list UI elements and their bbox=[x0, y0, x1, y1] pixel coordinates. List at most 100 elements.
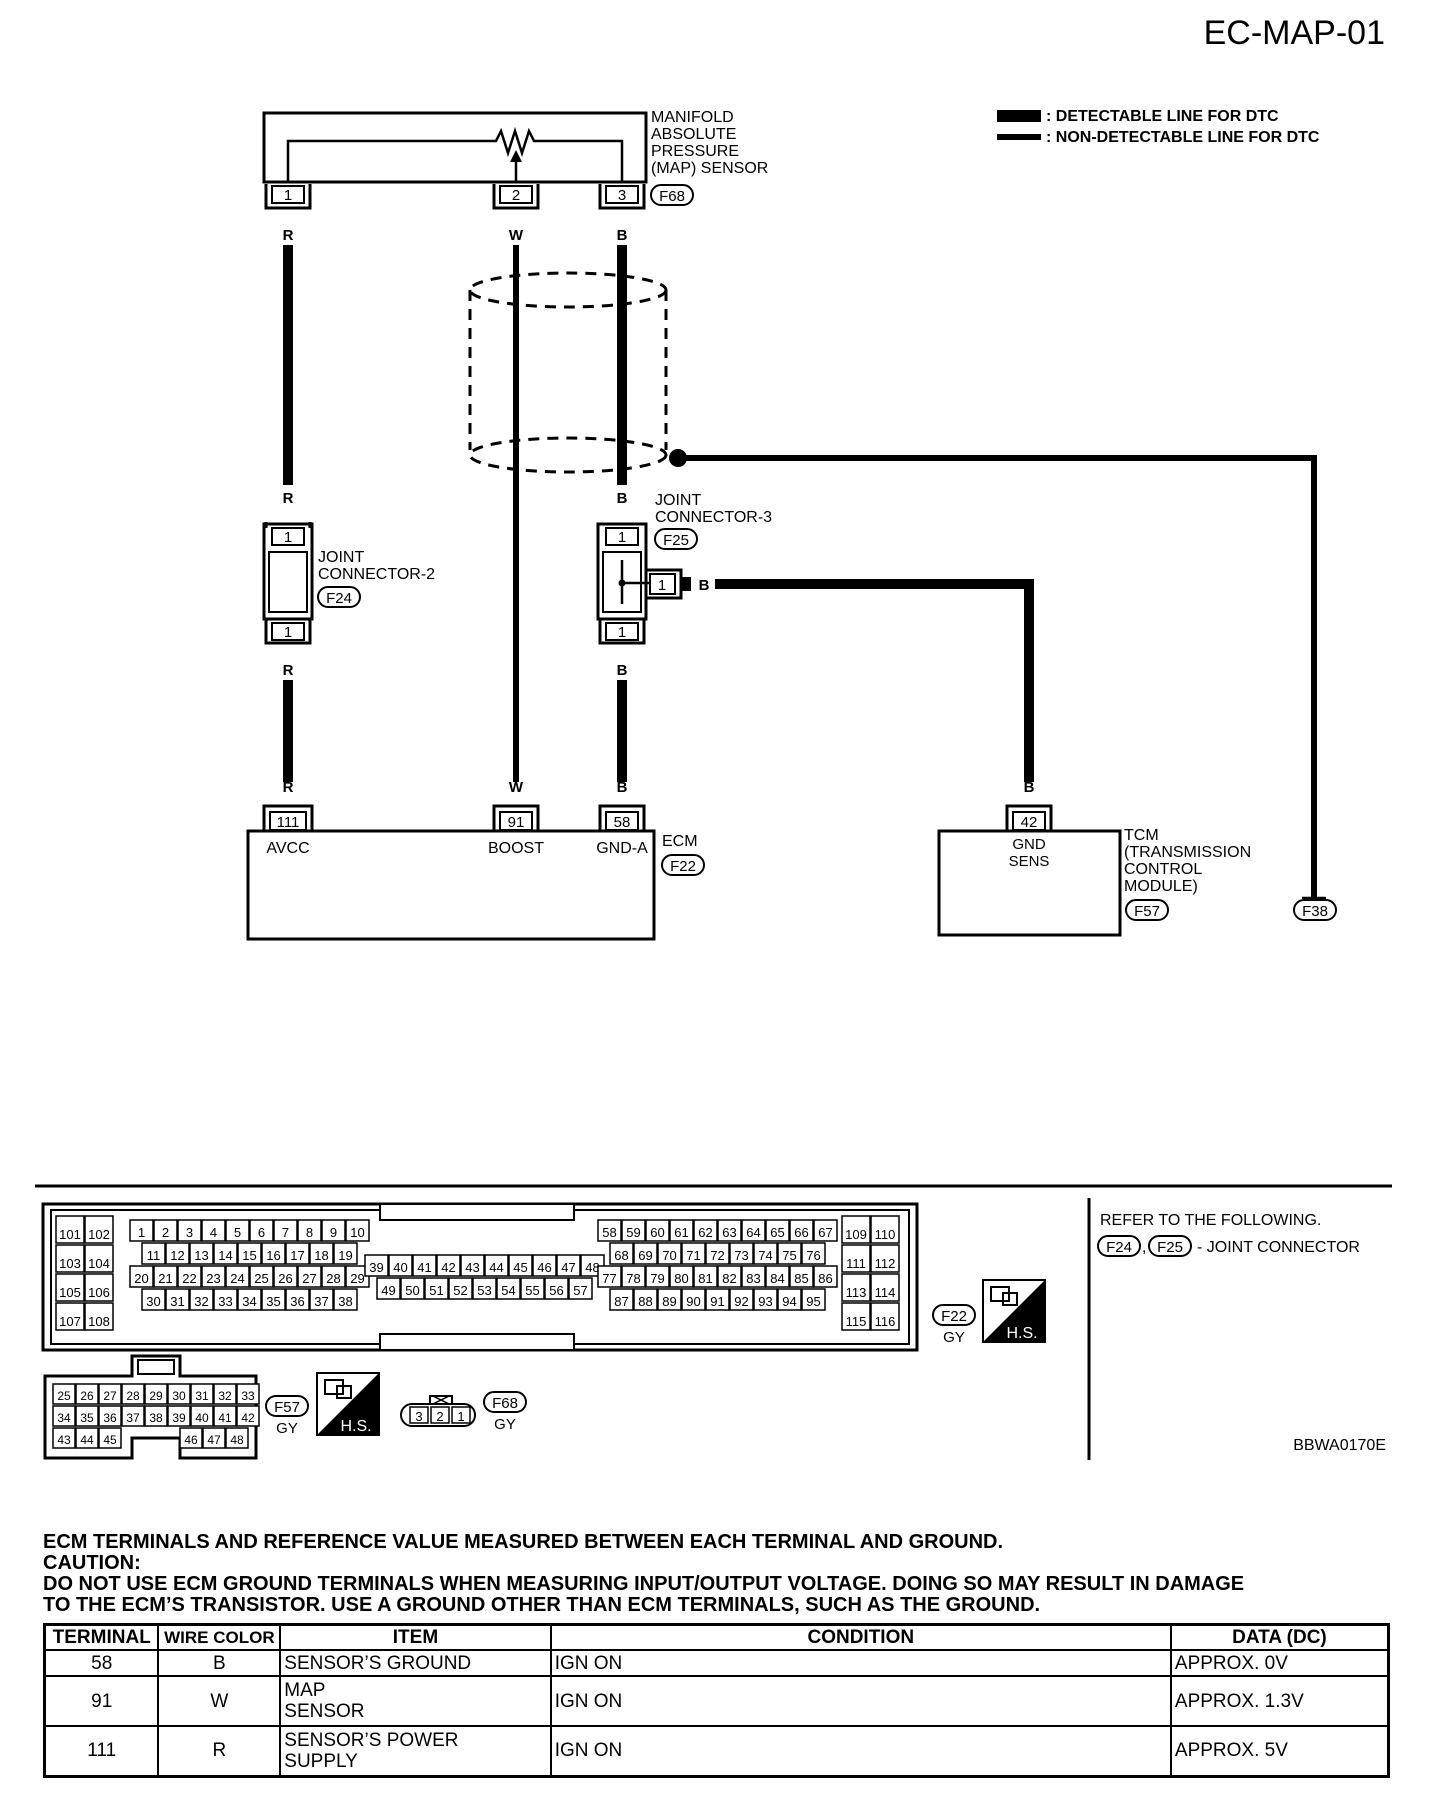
pin-number: 42 bbox=[241, 1411, 255, 1425]
pin-cell bbox=[167, 1383, 191, 1405]
pin-number: 3 bbox=[186, 1225, 193, 1240]
tcm-terminal-line-2: SENS bbox=[1009, 853, 1050, 870]
pin-number: 67 bbox=[818, 1225, 832, 1240]
pin-number: 61 bbox=[674, 1225, 688, 1240]
pin-number: 18 bbox=[314, 1248, 328, 1263]
jc2-pin-top: 1 bbox=[284, 529, 292, 546]
cell-wire-color: R bbox=[157, 1725, 282, 1777]
potentiometer-arrow-icon bbox=[510, 150, 522, 162]
pin-cell bbox=[129, 1219, 154, 1242]
pin-cell bbox=[309, 1242, 334, 1265]
map-sensor: MANIFOLD ABSOLUTE PRESSURE (MAP) SENSOR … bbox=[262, 109, 768, 206]
cell-wire-color: B bbox=[157, 1649, 282, 1677]
pin-cell bbox=[568, 1277, 593, 1300]
figure-id: BBWA0170E bbox=[1293, 1437, 1386, 1454]
pin-cell bbox=[285, 1288, 310, 1311]
cv-ecm-hs: H.S. bbox=[1006, 1325, 1037, 1342]
pin-number: 79 bbox=[650, 1271, 664, 1286]
pin-cell bbox=[753, 1242, 778, 1265]
pin-cell bbox=[121, 1405, 145, 1427]
pin-number: 4 bbox=[210, 1225, 217, 1240]
pin-number: 21 bbox=[158, 1271, 172, 1286]
pin-cell bbox=[321, 1219, 346, 1242]
tcm-name-1: TCM bbox=[1124, 827, 1159, 844]
table-row: 91 W MAP SENSOR IGN ON APPROX. 1.3V bbox=[43, 1675, 1390, 1727]
pin-cell bbox=[681, 1288, 706, 1311]
pin-cell bbox=[98, 1405, 122, 1427]
pin-cell bbox=[693, 1219, 718, 1242]
legend-non-detectable: : NON-DETECTABLE LINE FOR DTC bbox=[1046, 129, 1320, 146]
pin-number: 54 bbox=[501, 1283, 515, 1298]
pin-cell bbox=[741, 1265, 766, 1288]
pin-cell bbox=[645, 1219, 670, 1242]
pin-cell bbox=[657, 1288, 682, 1311]
pin-number: 26 bbox=[278, 1271, 292, 1286]
pin-cell bbox=[376, 1277, 401, 1300]
pin-number: 27 bbox=[103, 1389, 117, 1403]
pin-cell bbox=[213, 1405, 237, 1427]
cell-data: APPROX. 1.3V bbox=[1169, 1675, 1390, 1727]
pin-cell bbox=[633, 1242, 658, 1265]
pin-cell bbox=[841, 1215, 871, 1244]
pin-cell bbox=[84, 1215, 114, 1244]
pin-number: 41 bbox=[417, 1260, 431, 1275]
wire-label-w-4: W bbox=[509, 779, 524, 796]
pin-number: 65 bbox=[770, 1225, 784, 1240]
non-detectable-line-sample bbox=[997, 134, 1041, 140]
pin-number: 27 bbox=[302, 1271, 316, 1286]
pin-cell bbox=[496, 1277, 521, 1300]
map-pin-2-label: 2 bbox=[512, 187, 520, 204]
pin-number: 5 bbox=[234, 1225, 241, 1240]
pin-cell bbox=[621, 1265, 646, 1288]
joint-connector-3: 1 1 1 JOINT CONNECTOR-3 F25 bbox=[596, 492, 772, 645]
pin-cell bbox=[801, 1288, 826, 1311]
pin-number: 42 bbox=[441, 1260, 455, 1275]
pin-number: 37 bbox=[126, 1411, 140, 1425]
pin-number: 31 bbox=[195, 1389, 209, 1403]
pin-number: 47 bbox=[561, 1260, 575, 1275]
pin-cell bbox=[321, 1265, 346, 1288]
pin-cell bbox=[841, 1302, 871, 1331]
pin-cell bbox=[75, 1427, 99, 1449]
pin-cell bbox=[508, 1254, 533, 1277]
pin-number: 35 bbox=[80, 1411, 94, 1425]
pin-cell bbox=[729, 1242, 754, 1265]
pin-cell bbox=[84, 1244, 114, 1273]
shield-ground-wire bbox=[678, 455, 1317, 898]
jc3-pin-bottom: 1 bbox=[618, 624, 626, 641]
pin-cell bbox=[753, 1288, 778, 1311]
cv-tcm-badge bbox=[265, 1395, 309, 1417]
ecm-name: ECM bbox=[662, 833, 698, 850]
pin-cell bbox=[225, 1427, 249, 1449]
pin-cell bbox=[273, 1265, 298, 1288]
pin-number: 69 bbox=[638, 1248, 652, 1263]
pin-number: 6 bbox=[258, 1225, 265, 1240]
pin-number: 78 bbox=[626, 1271, 640, 1286]
ecm-connector-badge bbox=[661, 854, 705, 876]
ground-connector-id: F38 bbox=[1302, 903, 1328, 920]
map-sensor-name-2: ABSOLUTE bbox=[651, 126, 736, 143]
pin-cell bbox=[424, 1277, 449, 1300]
pin-number: 9 bbox=[330, 1225, 337, 1240]
wire-label-w-1: W bbox=[509, 227, 524, 244]
pin-number: 2 bbox=[162, 1225, 169, 1240]
pin-cell bbox=[52, 1383, 76, 1405]
jc2-pin-bottom: 1 bbox=[284, 624, 292, 641]
pin-number: 107 bbox=[59, 1314, 81, 1329]
pin-number: 58 bbox=[602, 1225, 616, 1240]
pin-number: 76 bbox=[806, 1248, 820, 1263]
pin-number: 45 bbox=[103, 1433, 117, 1447]
hs-harness-side-icon-tcm: H.S. bbox=[316, 1372, 380, 1436]
header-item: ITEM bbox=[279, 1623, 552, 1651]
pin-cell bbox=[144, 1383, 168, 1405]
ecm-terminal-table: TERMINAL WIRE COLOR ITEM CONDITION DATA … bbox=[43, 1623, 1390, 1778]
pin-number: 36 bbox=[290, 1294, 304, 1309]
cv-tcm-connector-id: F57 bbox=[274, 1399, 300, 1416]
pin-cell bbox=[717, 1265, 742, 1288]
cv-map-pin-2: 2 bbox=[436, 1409, 443, 1424]
shield-splice-point bbox=[669, 449, 687, 467]
pin-number: 10 bbox=[350, 1225, 364, 1240]
